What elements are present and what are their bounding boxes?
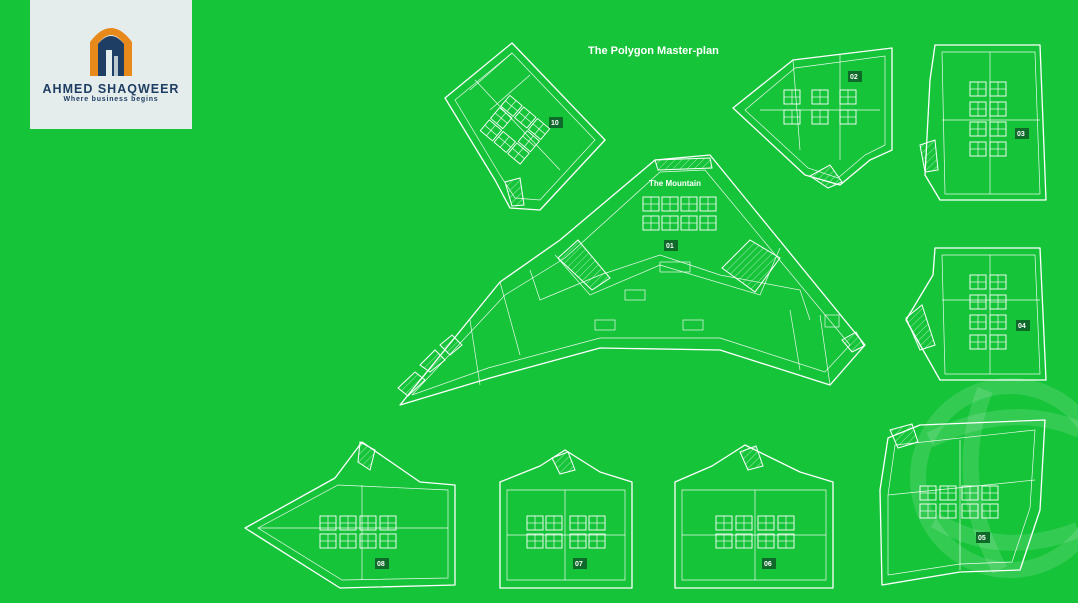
building-05: 05 — [879, 419, 1046, 586]
arch-building-logo-icon — [90, 28, 132, 76]
building-01-the-mountain: The Mountain 01 — [397, 154, 866, 406]
building-number: 05 — [978, 535, 986, 542]
building-10: 10 — [444, 42, 606, 211]
building-number: 01 — [666, 243, 674, 250]
building-number: 04 — [1018, 323, 1026, 330]
company-logo: AHMED SHAQWEER Where business begins — [30, 0, 192, 129]
logo-name: AHMED SHAQWEER — [42, 82, 180, 96]
building-number: 02 — [850, 74, 858, 81]
watermark-globe-icon — [910, 378, 1078, 578]
building-number: 03 — [1017, 131, 1025, 138]
plan-title: The Polygon Master-plan — [588, 45, 719, 57]
building-02: 02 — [732, 47, 893, 189]
building-03: 03 — [919, 44, 1047, 201]
building-number: 08 — [377, 561, 385, 568]
building-number: 07 — [575, 561, 583, 568]
building-number: 10 — [551, 120, 559, 127]
mountain-label: The Mountain — [649, 179, 701, 188]
logo-tagline: Where business begins — [63, 96, 159, 103]
building-06: 06 — [674, 444, 834, 589]
building-08: 08 — [244, 441, 456, 589]
building-04: 04 — [905, 247, 1047, 381]
building-number: 06 — [764, 561, 772, 568]
building-07: 07 — [499, 449, 633, 589]
